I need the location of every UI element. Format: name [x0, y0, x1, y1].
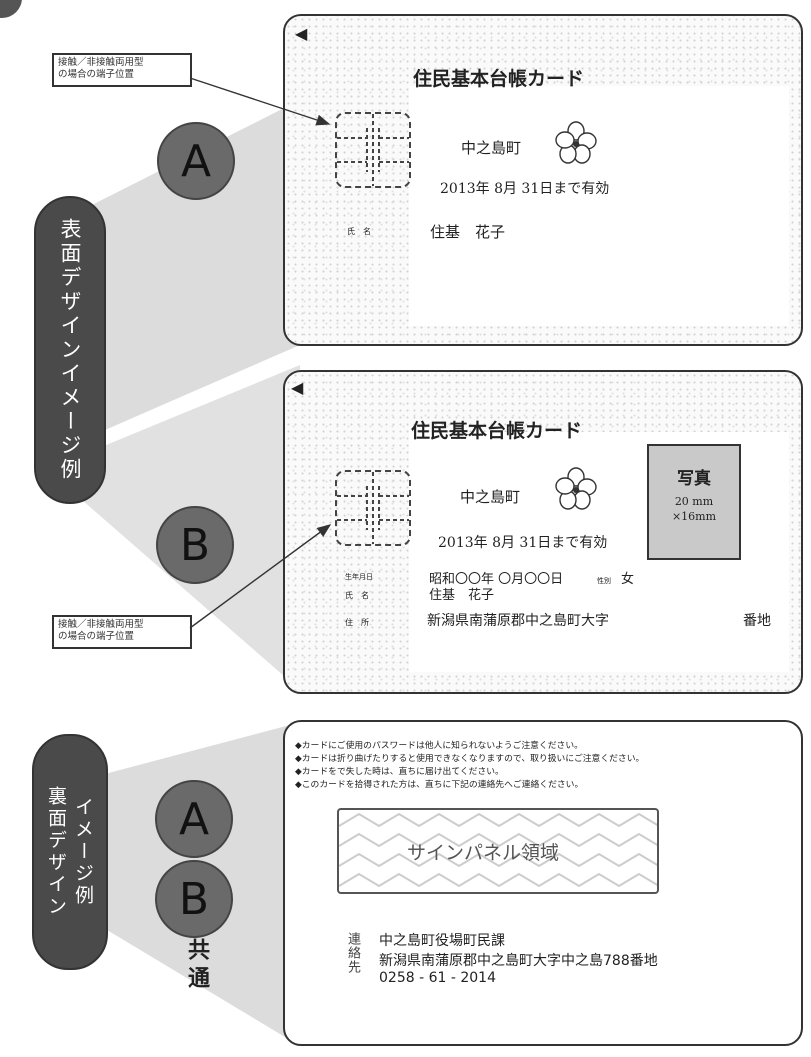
- photo-title: 写真: [677, 469, 711, 489]
- card-b-chip-terminal: [335, 470, 411, 546]
- notice-item: ◆このカードを拾得された方は、直ちに下記の連絡先へご連絡ください。: [295, 780, 584, 790]
- card-b-title: 住民基本台帳カード: [411, 420, 583, 442]
- card-a-town: 中之島町: [461, 139, 522, 157]
- card-b-name-label: 氏 名: [345, 591, 369, 600]
- card-b-town: 中之島町: [460, 488, 521, 506]
- front-card-b: ◀ 住民基本台帳カード 中之島町 写真 20 mm ×16mm 2013年 8月…: [283, 370, 803, 694]
- signature-panel-label: サインパネル領域: [407, 842, 560, 864]
- address-suffix: 番地: [743, 613, 771, 629]
- badge-common-label: 共通: [184, 938, 209, 994]
- photo-size-line2: ×16mm: [671, 510, 717, 523]
- notice-item: ◆カードにご使用のパスワードは他人に知られないようご注意ください。: [295, 741, 583, 751]
- badge-b-front: B: [156, 506, 234, 584]
- birth-date: 昭和〇〇年 〇月〇〇日: [429, 572, 564, 587]
- card-a-name-label: 氏 名: [347, 227, 371, 236]
- signature-panel: サインパネル領域: [337, 808, 659, 894]
- card-a-title: 住民基本台帳カード: [413, 68, 585, 90]
- contact-office: 中之島町役場町民課: [379, 933, 505, 949]
- notice-list: ◆カードにご使用のパスワードは他人に知られないようご注意ください。 ◆カードは折…: [295, 740, 644, 792]
- card-a-validity: 2013年 8月 31日まで有効: [440, 181, 610, 197]
- badge-b-back: B: [155, 860, 233, 938]
- back-card: ◆カードにご使用のパスワードは他人に知られないようご注意ください。 ◆カードは折…: [283, 720, 803, 1046]
- notice-item: ◆カードは折り曲げたりすると使用できなくなりますので、取り扱いにご注意ください。: [295, 754, 645, 764]
- callout-terminal-top: 接触／非接触両用型 の場合の端子位置: [52, 53, 192, 87]
- flower-emblem-icon: [555, 121, 597, 164]
- card-a-arrow-icon: ◀: [295, 24, 308, 43]
- card-b-arrow-icon: ◀: [291, 378, 304, 397]
- sex-value: 女: [621, 572, 635, 587]
- card-a-chip-terminal: [335, 112, 411, 188]
- badge-a-front: A: [157, 122, 235, 200]
- card-b-validity: 2013年 8月 31日まで有効: [438, 535, 608, 551]
- zigzag-pattern: [339, 812, 657, 888]
- flower-emblem-icon: [555, 467, 597, 510]
- front-design-label: 表面デザインイメージ例: [34, 196, 106, 504]
- photo-placeholder: 写真 20 mm ×16mm: [647, 444, 741, 560]
- card-a-white-area: [409, 86, 789, 326]
- address-value: 新潟県南蒲原郡中之島町大字: [427, 613, 609, 629]
- sex-label: 性別: [597, 577, 611, 585]
- address-label: 住 所: [345, 618, 369, 627]
- back-design-label: 裏面デザイン イメージ例: [32, 734, 108, 970]
- card-a-name: 住基 花子: [430, 223, 506, 241]
- contact-label: 連絡先: [345, 932, 360, 974]
- birth-label: 生年月日: [345, 573, 373, 581]
- badge-a-back: A: [155, 780, 233, 858]
- front-card-a: ◀ 住民基本台帳カード 中之島町 2013年 8月 31日まで有効 氏 名 住基…: [283, 14, 803, 346]
- contact-address: 新潟県南蒲原郡中之島町大字中之島788番地: [379, 953, 658, 969]
- notice-item: ◆カードをで失した時は、直ちに届け出てください。: [295, 767, 504, 777]
- callout-terminal-bottom: 接触／非接触両用型 の場合の端子位置: [52, 615, 192, 649]
- card-b-name: 住基 花子: [429, 588, 495, 603]
- photo-size-line1: 20 mm: [674, 495, 714, 508]
- contact-phone: 0258 - 61 - 2014: [379, 970, 496, 986]
